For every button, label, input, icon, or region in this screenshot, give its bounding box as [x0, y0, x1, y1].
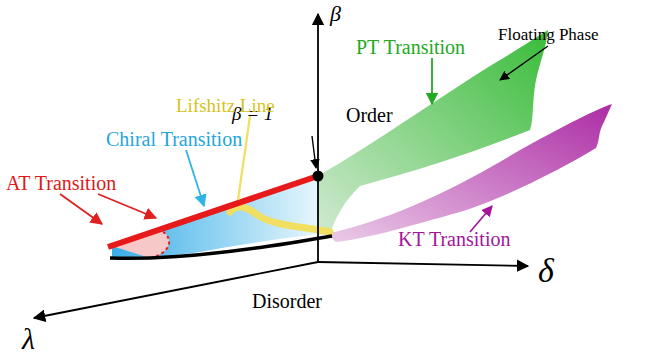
phase-label: Order	[346, 104, 393, 126]
transition-label: Chiral Transition	[106, 128, 242, 150]
transition-label: PT Transition	[356, 36, 465, 58]
phase-label: Floating Phase	[498, 26, 599, 45]
line-label: Lifshitz Line	[176, 96, 275, 117]
transition-label: KT Transition	[398, 228, 510, 250]
transition-label: AT Transition	[6, 172, 116, 194]
axis-label: δ	[538, 252, 554, 289]
axis-label: β	[330, 2, 341, 26]
phase-label: Disorder	[252, 290, 322, 312]
axis-label: λ	[22, 322, 35, 355]
